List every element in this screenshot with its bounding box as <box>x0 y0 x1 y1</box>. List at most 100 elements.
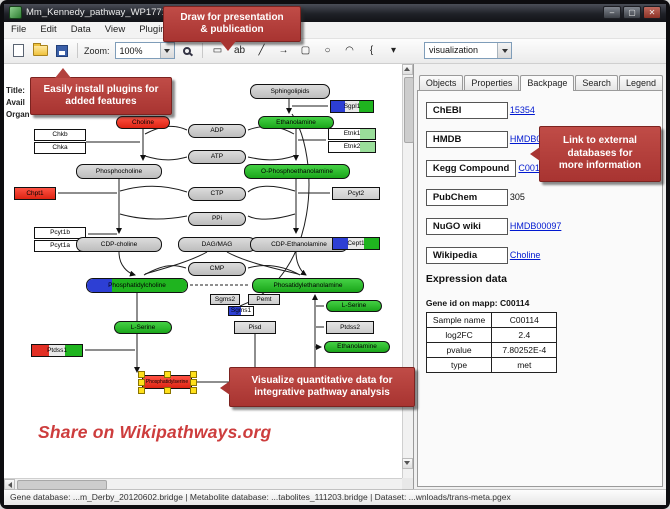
tab-objects[interactable]: Objects <box>418 74 464 91</box>
selection-handle[interactable] <box>138 386 145 394</box>
node-label: L-Serine <box>130 323 156 331</box>
node-label: Etnk2 <box>343 143 361 151</box>
expression-table-cell: C00114 <box>491 311 558 328</box>
tab-search[interactable]: Search <box>575 74 618 91</box>
node-ppi[interactable]: PPi <box>188 211 246 226</box>
node-ethanolamine-bottom[interactable]: Ethanolamine <box>324 340 390 353</box>
selection-handle[interactable] <box>138 378 145 386</box>
menu-edit[interactable]: Edit <box>40 24 57 36</box>
node-label: Pcyt1b <box>50 229 70 237</box>
node-sphingolipids[interactable]: Sphingolipids <box>250 83 330 99</box>
scroll-down-icon[interactable] <box>401 457 413 469</box>
node-o-phosphoethanolamine[interactable]: O-Phosphoethanolamine <box>244 163 350 179</box>
chevron-down-icon[interactable] <box>159 43 174 59</box>
scroll-left-icon[interactable] <box>4 479 15 491</box>
node-label: Phosphocholine <box>95 167 143 175</box>
tab-properties[interactable]: Properties <box>464 74 520 91</box>
callout-arrow-left-icon <box>530 147 540 161</box>
new-file-icon[interactable] <box>8 41 28 60</box>
backpage-link[interactable]: HMDB00097 <box>509 220 562 231</box>
canvas-vertical-scrollbar[interactable] <box>401 63 414 480</box>
horizontal-scroll-thumb[interactable] <box>17 480 107 491</box>
scroll-up-icon[interactable] <box>401 63 413 75</box>
callout-arrow-left-icon <box>220 381 230 395</box>
node-phosphatidylcholine[interactable]: Phosphatidylcholine <box>86 277 188 293</box>
selection-handle[interactable] <box>164 386 171 394</box>
node-label: Sgms1 <box>230 307 252 315</box>
expression-color-stripe <box>344 128 360 139</box>
oval-tool-icon[interactable]: ○ <box>318 41 338 60</box>
menu-file[interactable]: File <box>11 24 27 36</box>
selection-handle[interactable] <box>190 378 197 386</box>
template-dropdown-icon[interactable]: ▾ <box>384 41 404 60</box>
arrow-tool-icon[interactable]: → <box>274 41 294 60</box>
node-phosphocholine[interactable]: Phosphocholine <box>76 163 162 179</box>
menu-plugins[interactable]: Plugins <box>139 24 171 36</box>
open-folder-icon[interactable] <box>30 41 50 60</box>
brace-tool-icon[interactable]: { <box>362 41 382 60</box>
selection-handle[interactable] <box>190 386 197 394</box>
expression-color-stripe <box>329 141 345 152</box>
selection-handle[interactable] <box>138 370 145 378</box>
node-sgms2[interactable]: Sgms2 <box>210 293 240 305</box>
visualization-select[interactable]: visualization <box>424 41 512 59</box>
selection-handle[interactable] <box>164 370 171 378</box>
node-cdp-choline[interactable]: CDP-choline <box>76 236 162 252</box>
node-cmp[interactable]: CMP <box>188 261 246 276</box>
backpage-link[interactable]: 15354 <box>509 104 535 115</box>
menu-view[interactable]: View <box>104 24 126 36</box>
selection-handle[interactable] <box>190 370 197 378</box>
line-tool-icon[interactable]: ╱ <box>252 41 272 60</box>
arc-tool-icon[interactable]: ◠ <box>340 41 360 60</box>
visualization-value: visualization <box>429 45 479 56</box>
save-icon[interactable] <box>52 41 72 60</box>
rectangle-tool-icon[interactable]: ▢ <box>296 41 316 60</box>
node-etnk1[interactable]: Etnk1 <box>328 127 376 140</box>
title-bar[interactable]: Mm_Kennedy_pathway_WP1771_45176.gpml – ▢… <box>4 4 666 22</box>
callout-text-line: & publication <box>200 24 264 35</box>
node-ptdss1[interactable]: Ptdss1 <box>31 343 83 357</box>
node-phosatidylethanolamine[interactable]: Phosatidylethanolamine <box>252 277 364 293</box>
node-etnk2[interactable]: Etnk2 <box>328 140 376 153</box>
node-l-serine-left[interactable]: L-Serine <box>114 320 172 334</box>
node-choline[interactable]: Choline <box>116 115 170 129</box>
datanode-tool-icon[interactable]: ▭ <box>208 41 228 60</box>
node-sgms1[interactable]: Sgms1 <box>228 305 254 316</box>
chevron-down-icon[interactable] <box>497 42 511 58</box>
backpage-link[interactable]: C00114 <box>518 162 550 173</box>
vertical-scroll-thumb[interactable] <box>403 76 414 143</box>
minimize-button[interactable]: – <box>603 6 621 20</box>
tab-backpage[interactable]: Backpage <box>520 74 575 91</box>
node-cept1[interactable]: Cept1 <box>332 236 380 250</box>
node-adp[interactable]: ADP <box>188 123 246 138</box>
node-chkb[interactable]: Chkb <box>34 128 86 141</box>
node-pcyt1b[interactable]: Pcyt1b <box>34 226 86 239</box>
node-ptdss2[interactable]: Ptdss2 <box>326 320 374 334</box>
node-label: CDP-Ethanolamine <box>271 240 327 248</box>
node-pisd[interactable]: Pisd <box>234 320 276 334</box>
node-ethanolamine-top[interactable]: Ethanolamine <box>258 115 334 129</box>
zoom-select[interactable]: 100% <box>114 42 175 60</box>
backpage-link[interactable]: Choline <box>509 249 541 260</box>
node-chka[interactable]: Chka <box>34 141 86 154</box>
menu-data[interactable]: Data <box>70 24 91 36</box>
node-pemt[interactable]: Pemt <box>248 293 280 305</box>
zoom-magnifier-icon[interactable] <box>177 41 197 60</box>
toolbar-separator <box>77 43 78 59</box>
share-note: Share on Wikipathways.org <box>38 421 272 442</box>
node-chpt1[interactable]: Chpt1 <box>14 186 56 200</box>
node-l-serine-right[interactable]: L-Serine <box>326 299 382 312</box>
node-pcyt1a[interactable]: Pcyt1a <box>34 239 86 252</box>
node-dag-mag[interactable]: DAG/MAG <box>178 236 256 252</box>
expression-table-cell: type <box>425 356 493 373</box>
node-pcyt2[interactable]: Pcyt2 <box>332 186 380 200</box>
node-sgpl1[interactable]: Sgpl1 <box>330 99 374 113</box>
tab-legend[interactable]: Legend <box>618 74 663 91</box>
maximize-button[interactable]: ▢ <box>623 6 641 20</box>
backpage-link[interactable]: HMDB00097 <box>509 133 562 144</box>
label-tool-icon[interactable]: ab <box>230 41 250 60</box>
node-atp[interactable]: ATP <box>188 149 246 164</box>
close-button[interactable]: ✕ <box>643 6 661 20</box>
node-ctp[interactable]: CTP <box>188 186 246 201</box>
